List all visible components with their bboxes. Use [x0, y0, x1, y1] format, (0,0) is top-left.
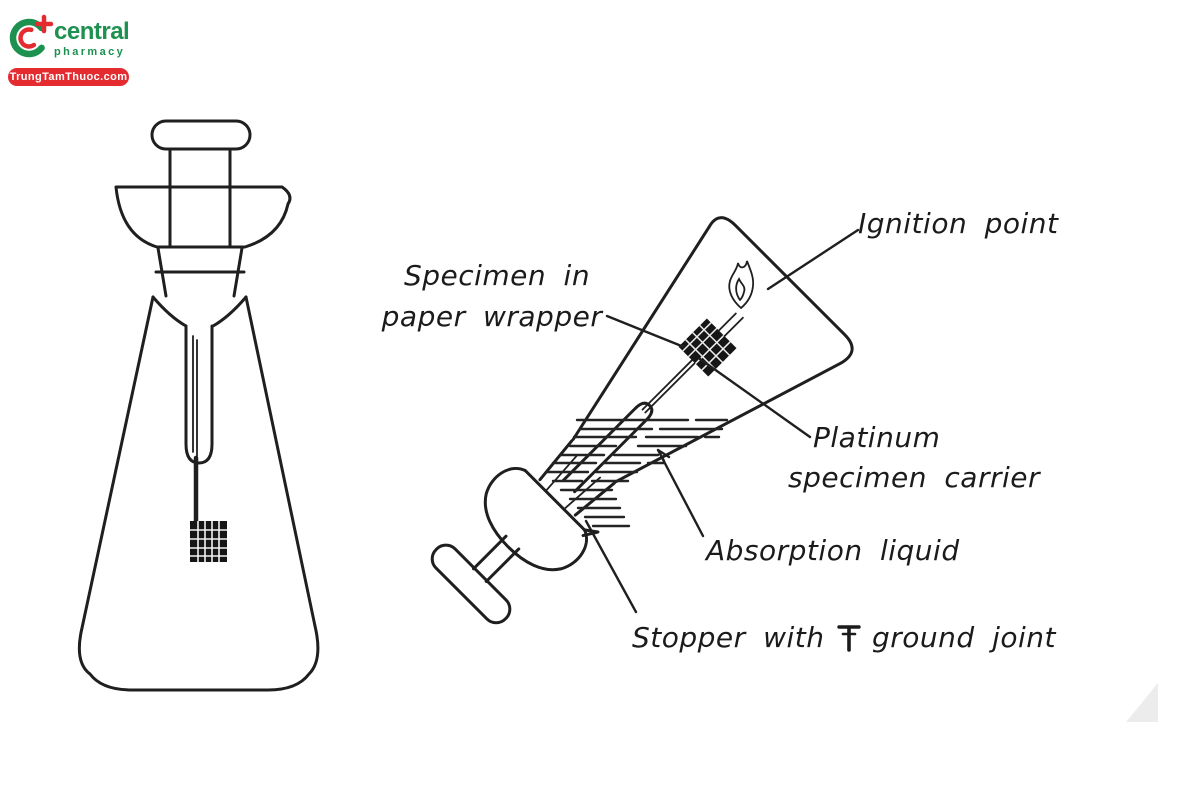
- label-stopper-part1: Stopper with: [632, 621, 824, 654]
- stopper-knob: [150, 119, 252, 151]
- label-specimen-line2: paper wrapper: [381, 300, 604, 333]
- logo-tagline-badge: TrungTamThuoc.com: [8, 68, 129, 86]
- label-platinum-line2: specimen carrier: [788, 461, 1041, 494]
- flask-body: [571, 216, 854, 484]
- label-ignition-point: Ignition point: [858, 207, 1059, 240]
- logo-brand-text: central: [54, 18, 130, 45]
- carrier-sheath-tube: [561, 401, 654, 494]
- ignition-leader: [766, 228, 860, 291]
- specimen-basket: [678, 318, 737, 377]
- label-stopper-part2: ground joint: [872, 621, 1057, 654]
- paper-wick: [717, 312, 744, 338]
- label-specimen-line1: Specimen in: [404, 259, 590, 292]
- flame-icon: [728, 260, 755, 309]
- tilted-oxygen-flask-drawing: [430, 216, 854, 625]
- stopper-knob: [430, 543, 512, 625]
- label-platinum-line1: Platinum: [813, 421, 940, 454]
- logo-sub-text: pharmacy: [54, 46, 126, 58]
- specimen-leader: [605, 314, 686, 349]
- label-absorption-liquid: Absorption liquid: [704, 534, 960, 567]
- specimen-basket: [190, 521, 227, 562]
- stopper-cup: [483, 467, 588, 572]
- inner-tube: [184, 324, 214, 465]
- central-pharmacy-logo: central pharmacy TrungTamThuoc.com: [6, 12, 156, 86]
- flask-body: [77, 295, 320, 692]
- absorption-liquid-hatch: [544, 418, 729, 528]
- ground-glass-joint-symbol: [837, 625, 861, 652]
- plus-icon: [34, 14, 54, 34]
- platinum-leader: [698, 357, 812, 439]
- leader-lines: [584, 228, 860, 614]
- absorption-leader: [656, 448, 705, 538]
- stopper-leader: [584, 519, 638, 614]
- stopper-cup: [114, 185, 292, 249]
- upright-oxygen-flask-drawing: [77, 119, 320, 692]
- logo-c-mark-icon: [9, 14, 54, 58]
